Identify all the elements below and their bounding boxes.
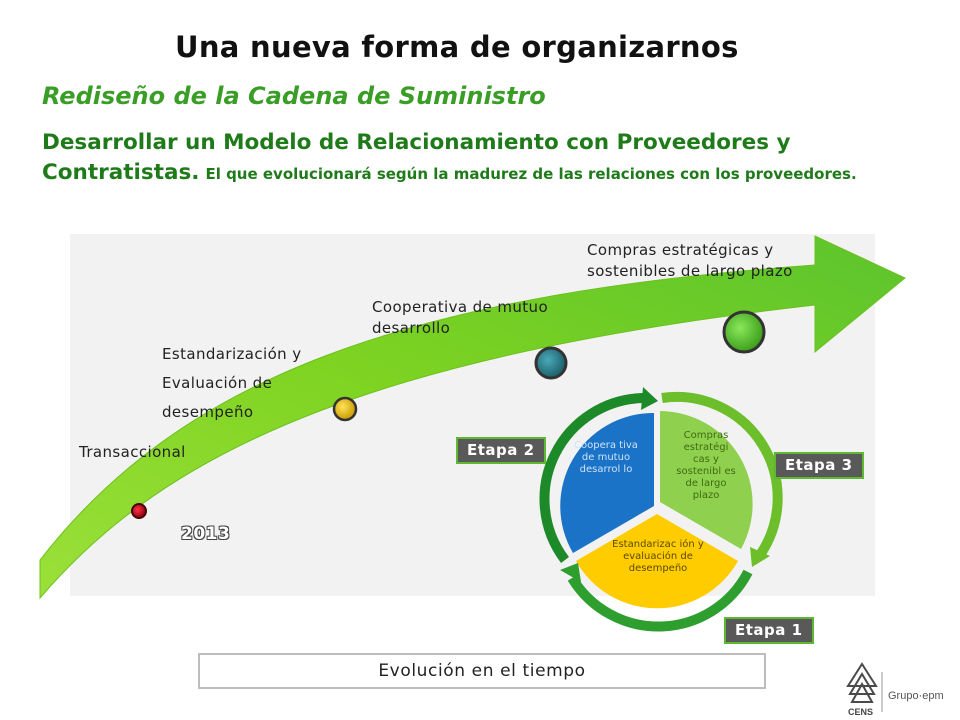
- timeline-caption: Evolución en el tiempo: [198, 653, 766, 689]
- stage-dot-cooperativa: [534, 346, 568, 380]
- cycle-arrow-yellow-outer: [567, 569, 753, 632]
- cycle-label-cooperativa: Coopera tiva de mutuo desarrol lo: [574, 440, 638, 475]
- etapa-2-tag: Etapa 2: [456, 437, 546, 464]
- year-label: 2013: [181, 524, 231, 544]
- stage-dot-estandarizacion: [332, 396, 358, 422]
- cycle-arrowhead-2: [750, 547, 770, 567]
- group-logo-text: Grupo·epm: [888, 690, 944, 702]
- stage-dot-compras: [722, 310, 766, 354]
- cycle-segment-compras: [660, 411, 753, 549]
- cycle-diagram: [539, 387, 783, 632]
- cens-logo-mark: [846, 662, 883, 712]
- headline-line2: Contratistas.: [42, 160, 200, 185]
- evolution-arrow: [39, 235, 906, 600]
- etapa-3-tag: Etapa 3: [774, 452, 864, 479]
- cycle-segment-estandarizacion: [576, 514, 738, 609]
- cycle-label-estandarizacion: Estandarizac ión y evaluación de desempe…: [612, 539, 704, 574]
- page-subtitle: Rediseño de la Cadena de Suministro: [42, 82, 546, 110]
- headline-note: El que evolucionará según la madurez de …: [205, 165, 857, 183]
- stage-label-cooperativa: Cooperativa de mutuo desarrollo: [372, 298, 549, 337]
- stage-label-estandarizacion: Estandarización y Evaluación de desempeñ…: [162, 345, 302, 421]
- cycle-label-compras: Compras estratégi cas y sostenibl es de …: [676, 430, 736, 501]
- stage-label-transaccional: Transaccional: [79, 443, 186, 461]
- stage-dot-transaccional: [131, 503, 147, 519]
- stage-label-compras: Compras estratégicas y sostenibles de la…: [587, 241, 793, 280]
- cycle-segment-cooperativa: [560, 412, 654, 553]
- cycle-arrow-green-outer: [661, 391, 783, 558]
- cens-logo-text: CENS: [848, 707, 873, 717]
- cycle-arrowhead-1: [641, 387, 658, 410]
- cycle-arrowhead-3: [560, 563, 581, 582]
- page-title: Una nueva forma de organizarnos: [175, 30, 739, 64]
- headline: Desarrollar un Modelo de Relacionamiento…: [42, 128, 922, 189]
- etapa-1-tag: Etapa 1: [724, 617, 814, 644]
- headline-line1: Desarrollar un Modelo de Relacionamiento…: [42, 130, 791, 155]
- cycle-arrow-blue-outer: [539, 393, 646, 564]
